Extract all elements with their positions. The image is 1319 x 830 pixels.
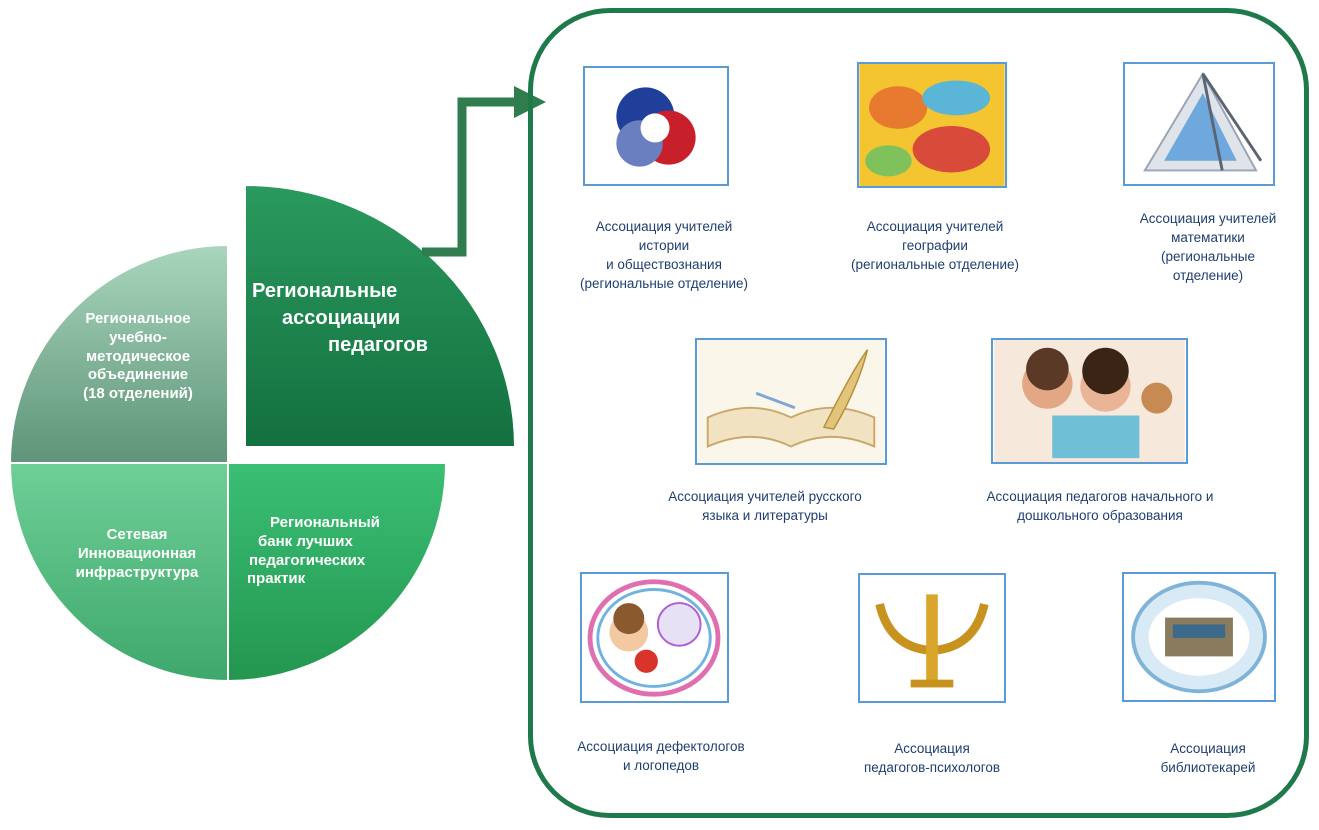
caption-line: и обществознания xyxy=(606,256,722,272)
caption-line: Ассоциация педагогов начального и xyxy=(986,489,1214,504)
quadrant-label-methodical-union: Региональное учебно- методическое объеди… xyxy=(38,310,238,404)
caption-line: Ассоциация учителей xyxy=(1139,211,1277,226)
geometry-tools-icon xyxy=(1143,71,1263,172)
caption-preschool: Ассоциация педагогов начального и дошкол… xyxy=(960,488,1240,526)
caption-line: педагогов-психологов xyxy=(863,759,1001,775)
globe-map-icon xyxy=(859,64,1005,186)
caption-russian: Ассоциация учителей русского языка и лит… xyxy=(628,488,902,526)
card-defectology xyxy=(580,572,729,703)
caption-psychology: Ассоциация педагогов-психологов xyxy=(825,740,1039,778)
label-line: педагогических xyxy=(249,551,366,569)
label-line: Региональные xyxy=(252,280,398,302)
caption-line: Ассоциация xyxy=(894,741,970,756)
quadrant-top-left xyxy=(8,243,229,464)
caption-history: Ассоциация учителей истории и обществозн… xyxy=(546,218,782,294)
children-reading-icon xyxy=(994,340,1185,462)
quadrant-bottom-right xyxy=(227,462,448,683)
label-line: объединение xyxy=(87,366,189,384)
caption-line: Ассоциация учителей xyxy=(595,219,733,234)
label-line: практик xyxy=(247,570,306,588)
library-badge-icon xyxy=(1131,580,1267,694)
card-librarians xyxy=(1122,572,1276,702)
label-line: Инновационная xyxy=(77,544,197,562)
caption-line: отделение) xyxy=(1172,267,1244,283)
associations-panel xyxy=(528,8,1309,818)
caption-line: (региональные отделение) xyxy=(579,275,749,291)
card-preschool xyxy=(991,338,1188,464)
caption-librarians: Ассоциация библиотекарей xyxy=(1108,740,1308,778)
caption-geography: Ассоциация учителей географии (региональ… xyxy=(815,218,1055,275)
card-psychology xyxy=(858,573,1006,703)
label-line: педагогов xyxy=(328,334,428,356)
caption-line: (региональные xyxy=(1160,248,1256,264)
label-line: банк лучших xyxy=(258,532,353,550)
quadrant-label-regional-associations: Региональные ассоциации педагогов xyxy=(252,278,462,359)
quadrant-label-innovation-infrastructure: Сетевая Инновационная инфраструктура xyxy=(42,526,232,582)
social-studies-logo-icon xyxy=(616,87,696,167)
caption-line: языка и литературы xyxy=(702,507,828,523)
label-line: Сетевая xyxy=(106,526,168,543)
caption-defectology: Ассоциация дефектологов и логопедов xyxy=(546,738,776,776)
label-line: инфраструктура xyxy=(75,563,199,581)
label-line: методическое xyxy=(85,347,191,365)
caption-line: истории xyxy=(638,237,690,253)
card-math xyxy=(1123,62,1275,186)
label-line: (18 отделений) xyxy=(83,385,193,402)
psi-letter-icon xyxy=(860,575,1004,701)
caption-line: Ассоциация учителей xyxy=(866,219,1004,234)
label-line: учебно- xyxy=(109,328,167,346)
caption-line: Ассоциация учителей русского xyxy=(668,489,862,504)
caption-line: и логопедов xyxy=(622,757,700,773)
quadrant-label-best-practices-bank: Региональный банк лучших педагогических … xyxy=(245,514,425,589)
card-geography xyxy=(857,62,1007,188)
card-russian xyxy=(695,338,887,465)
book-quill-icon xyxy=(698,340,884,463)
caption-line: дошкольного образования xyxy=(1017,507,1183,523)
label-line: Региональное xyxy=(85,310,191,327)
connector-arrow xyxy=(422,97,526,257)
quadrant-top-right xyxy=(244,183,517,448)
speech-therapy-child-icon xyxy=(587,579,721,697)
caption-line: Ассоциация xyxy=(1170,741,1246,756)
caption-line: географии xyxy=(902,237,968,253)
caption-line: (региональные отделение) xyxy=(850,256,1020,272)
caption-math: Ассоциация учителей математики (регионал… xyxy=(1108,210,1308,286)
caption-line: математики xyxy=(1171,229,1245,245)
caption-line: Ассоциация дефектологов xyxy=(577,739,745,754)
card-history xyxy=(583,66,729,186)
caption-line: библиотекарей xyxy=(1160,759,1256,775)
label-line: Региональный xyxy=(270,514,380,531)
quadrant-bottom-left xyxy=(8,462,229,683)
label-line: ассоциации xyxy=(282,307,401,329)
